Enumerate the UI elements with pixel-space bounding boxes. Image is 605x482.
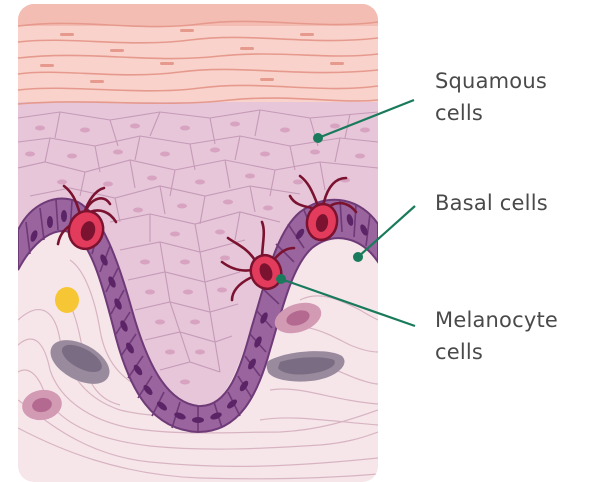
melanocyte-label-line1: Melanocyte bbox=[435, 304, 558, 336]
melanocyte-label-line2: cells bbox=[435, 336, 558, 368]
squamous-cells-label: Squamous cells bbox=[435, 65, 547, 129]
squamous-pointer-dot bbox=[313, 133, 323, 143]
stratum-corneum-top bbox=[18, 4, 378, 26]
squamous-label-line2: cells bbox=[435, 97, 547, 129]
squamous-label-line1: Squamous bbox=[435, 65, 547, 97]
basal-cells-label: Basal cells bbox=[435, 187, 548, 219]
dermis-yellow-cell bbox=[55, 287, 79, 313]
basal-label-line1: Basal cells bbox=[435, 187, 548, 219]
melanocyte-cells-label: Melanocyte cells bbox=[435, 304, 558, 368]
basal-pointer-dot bbox=[353, 252, 363, 262]
melanocyte-pointer-dot bbox=[276, 274, 286, 284]
